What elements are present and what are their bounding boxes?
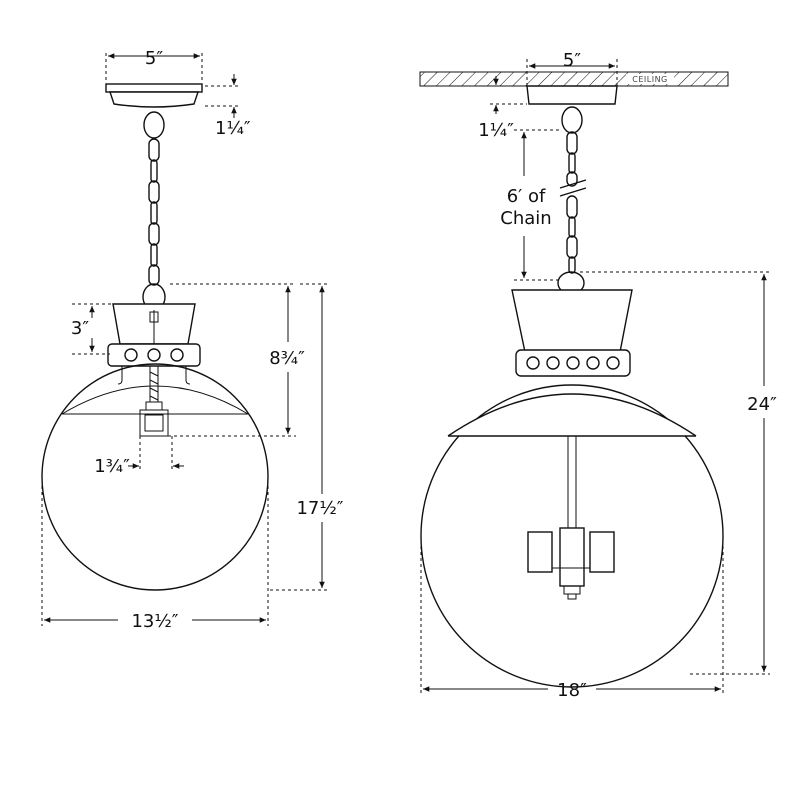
right-globe-width-dimension: 18″ [420,540,724,701]
right-chain-line1: 6′ of [507,186,546,207]
left-socket-width-dimension: 1¾″ [94,436,184,477]
right-chain-line2: Chain [500,208,551,229]
right-collar [511,289,633,377]
right-canopy-width-label: 5″ [563,50,581,71]
right-view: CEILING 5″ 1¼″ [419,50,777,701]
ceiling-label: CEILING [632,75,668,84]
left-collar-to-shade-dimension: 8¾″ [168,283,305,437]
right-overall-height-dimension: 24″ [580,271,777,675]
left-canopy [105,83,203,108]
left-canopy-width-dimension: 5″ [105,48,203,80]
right-canopy-height-dimension: 1¼″ [478,76,527,141]
right-overall-height-label: 24″ [747,394,777,415]
left-canopy-height-label: 1¼″ [215,118,251,139]
left-globe-width-label: 13½″ [131,611,178,632]
right-chain [557,106,587,295]
right-canopy-height-label: 1¼″ [478,120,514,141]
left-overall-height-dimension: 17½″ [270,283,344,591]
left-canopy-width-label: 5″ [145,48,163,69]
left-view: 5″ 1¼″ [41,48,344,632]
ceiling: CEILING [419,71,729,87]
left-collar-height-label: 3″ [71,318,89,339]
left-overall-height-label: 17½″ [296,498,343,519]
left-socket-width-label: 1¾″ [94,456,130,477]
left-chain [142,111,166,311]
left-collar-height-dimension: 3″ [71,303,114,355]
right-globe-width-label: 18″ [557,680,587,701]
left-collar [107,303,201,367]
left-globe [41,363,269,591]
left-collar-to-shade-label: 8¾″ [269,348,305,369]
left-canopy-height-dimension: 1¼″ [205,74,251,139]
left-globe-width-dimension: 13½″ [41,480,269,632]
right-globe [420,384,724,688]
right-chain-length-dimension: 6′ of Chain [500,129,560,281]
right-canopy [526,85,618,105]
right-canopy-width-dimension: 5″ [526,50,618,86]
